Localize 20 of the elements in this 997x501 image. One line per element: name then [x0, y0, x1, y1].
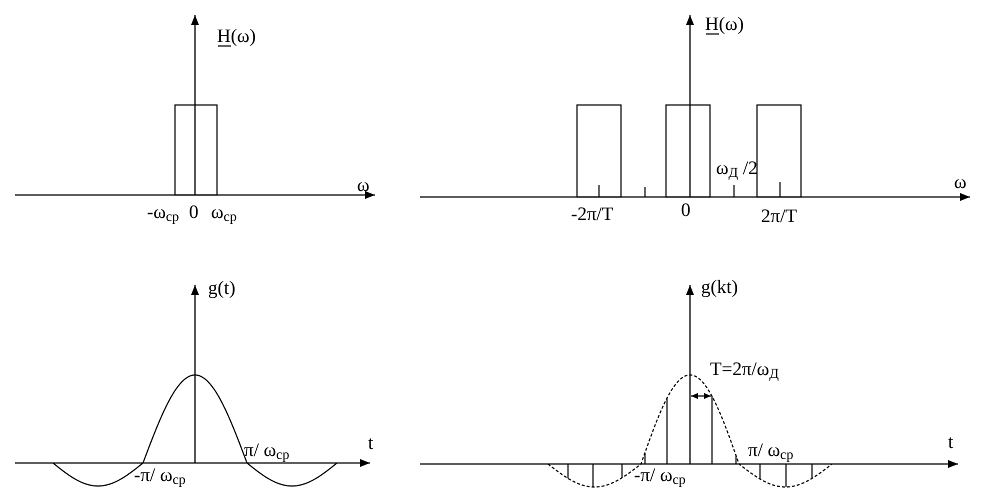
axis-label: ω$_{ср}$	[211, 202, 237, 224]
axis-label: t	[368, 433, 374, 455]
axis-label: ω	[357, 175, 370, 197]
axis-label: π/ ω$_{ср}$	[748, 440, 794, 462]
axis-label: 2π/T	[761, 206, 797, 228]
axis-label: g(t)	[208, 278, 236, 300]
axis-label: -2π/T	[571, 204, 614, 226]
axis-label: π/ ω$_{ср}$	[244, 440, 290, 462]
axis-label: ω$_{Д}$ /2	[716, 158, 758, 180]
axis-label: -ω$_{ср}$	[147, 202, 180, 224]
axis-label: t	[948, 432, 954, 454]
axis-label: -π/ ω$_{ср}$	[134, 465, 186, 487]
axis-label: g(kt)	[701, 277, 738, 299]
axis-label: -π/ ω$_{ср}$	[634, 465, 686, 487]
axis-label: T=2π/ω$_{Д}$	[710, 359, 779, 381]
axis-label: ω	[954, 172, 967, 194]
axis-label: 0	[681, 200, 690, 222]
axis-label: H(ω)	[705, 14, 744, 36]
axis-label: H(ω)	[217, 26, 256, 48]
axis-label: 0	[189, 202, 198, 224]
